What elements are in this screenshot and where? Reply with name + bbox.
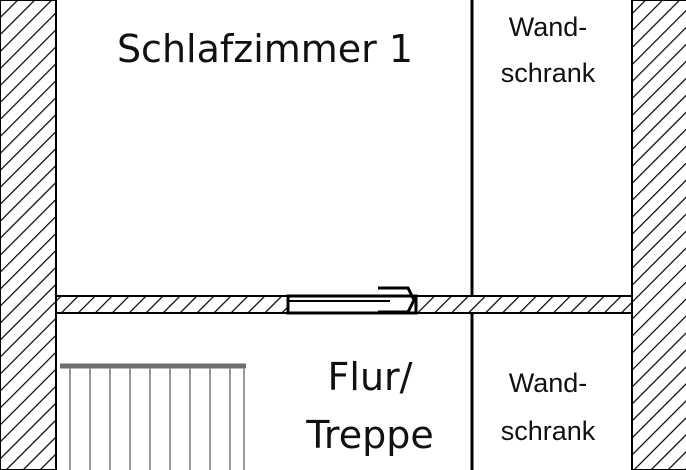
left-outer-wall [0,0,57,470]
closet-bottom-label-line2: schrank [501,416,596,446]
closet-top-label-line2: schrank [501,58,596,88]
closet-top-label-line1: Wand- [509,12,588,42]
closet-bottom-area [473,314,631,470]
hallway-label-line2: Treppe [305,413,433,457]
hallway-label-line1: Flur/ [328,355,413,399]
bedroom-label: Schlafzimmer 1 [117,27,413,71]
closet-bottom-label-line1: Wand- [509,368,588,398]
closet-top-area [473,0,631,295]
stairs-icon [60,362,246,470]
sliding-door-icon [286,286,418,315]
right-outer-wall [631,0,686,470]
bedroom-area [57,0,471,295]
